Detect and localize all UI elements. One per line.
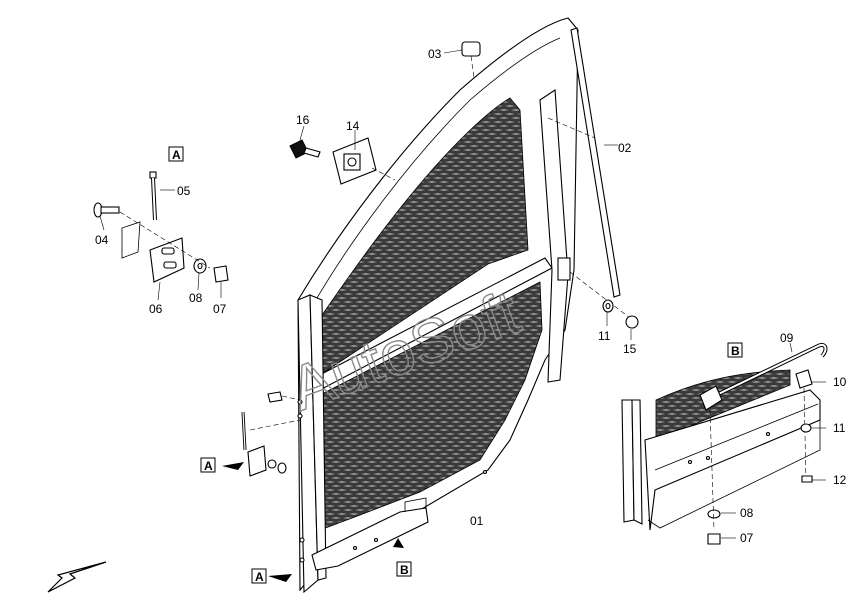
callout-14: 14 <box>346 119 360 133</box>
callouts: 01 02 03 04 05 06 07 08 11 14 15 16 09 1… <box>95 47 847 545</box>
hinge-detail-a <box>93 146 229 301</box>
callout-04: 04 <box>95 233 109 247</box>
callout-05: 05 <box>177 184 191 198</box>
callout-15: 15 <box>623 342 637 356</box>
latch-detail-b <box>621 342 828 545</box>
callout-b08: 08 <box>740 506 754 520</box>
callout-16: 16 <box>296 113 310 127</box>
view-mark-b-detail: B <box>731 344 740 358</box>
callout-b07: 07 <box>740 531 754 545</box>
view-mark-a-lower: A <box>255 570 264 584</box>
callout-b11: 11 <box>833 421 846 435</box>
callout-06: 06 <box>149 302 163 316</box>
door-right-post <box>539 89 569 383</box>
lower-mesh-panel <box>319 281 543 531</box>
view-markers: A A A B B <box>172 148 740 584</box>
view-mark-a-detail: A <box>172 148 181 162</box>
callout-02: 02 <box>618 141 632 155</box>
rubber-plug <box>443 41 481 79</box>
callout-b12: 12 <box>833 473 847 487</box>
view-mark-a-upper: A <box>204 459 213 473</box>
callout-b10: 10 <box>833 375 847 389</box>
key-icon <box>289 125 321 159</box>
lock-icon <box>332 130 396 185</box>
callout-07: 07 <box>213 302 227 316</box>
callout-08: 08 <box>189 291 203 305</box>
callout-03: 03 <box>428 47 442 61</box>
callout-01: 01 <box>470 514 484 528</box>
callout-b09: 09 <box>780 331 794 345</box>
upper-mesh-panel <box>319 97 529 376</box>
hinge-attachment-a <box>222 391 301 582</box>
latch-hardware <box>557 257 639 340</box>
callout-11: 11 <box>598 329 611 343</box>
b-pointer <box>393 538 404 548</box>
direction-arrow-icon <box>47 561 107 593</box>
door-bottom-rail <box>311 507 429 571</box>
view-mark-b-main: B <box>400 563 409 577</box>
seal-strip <box>547 27 621 298</box>
door-frame <box>297 17 579 594</box>
